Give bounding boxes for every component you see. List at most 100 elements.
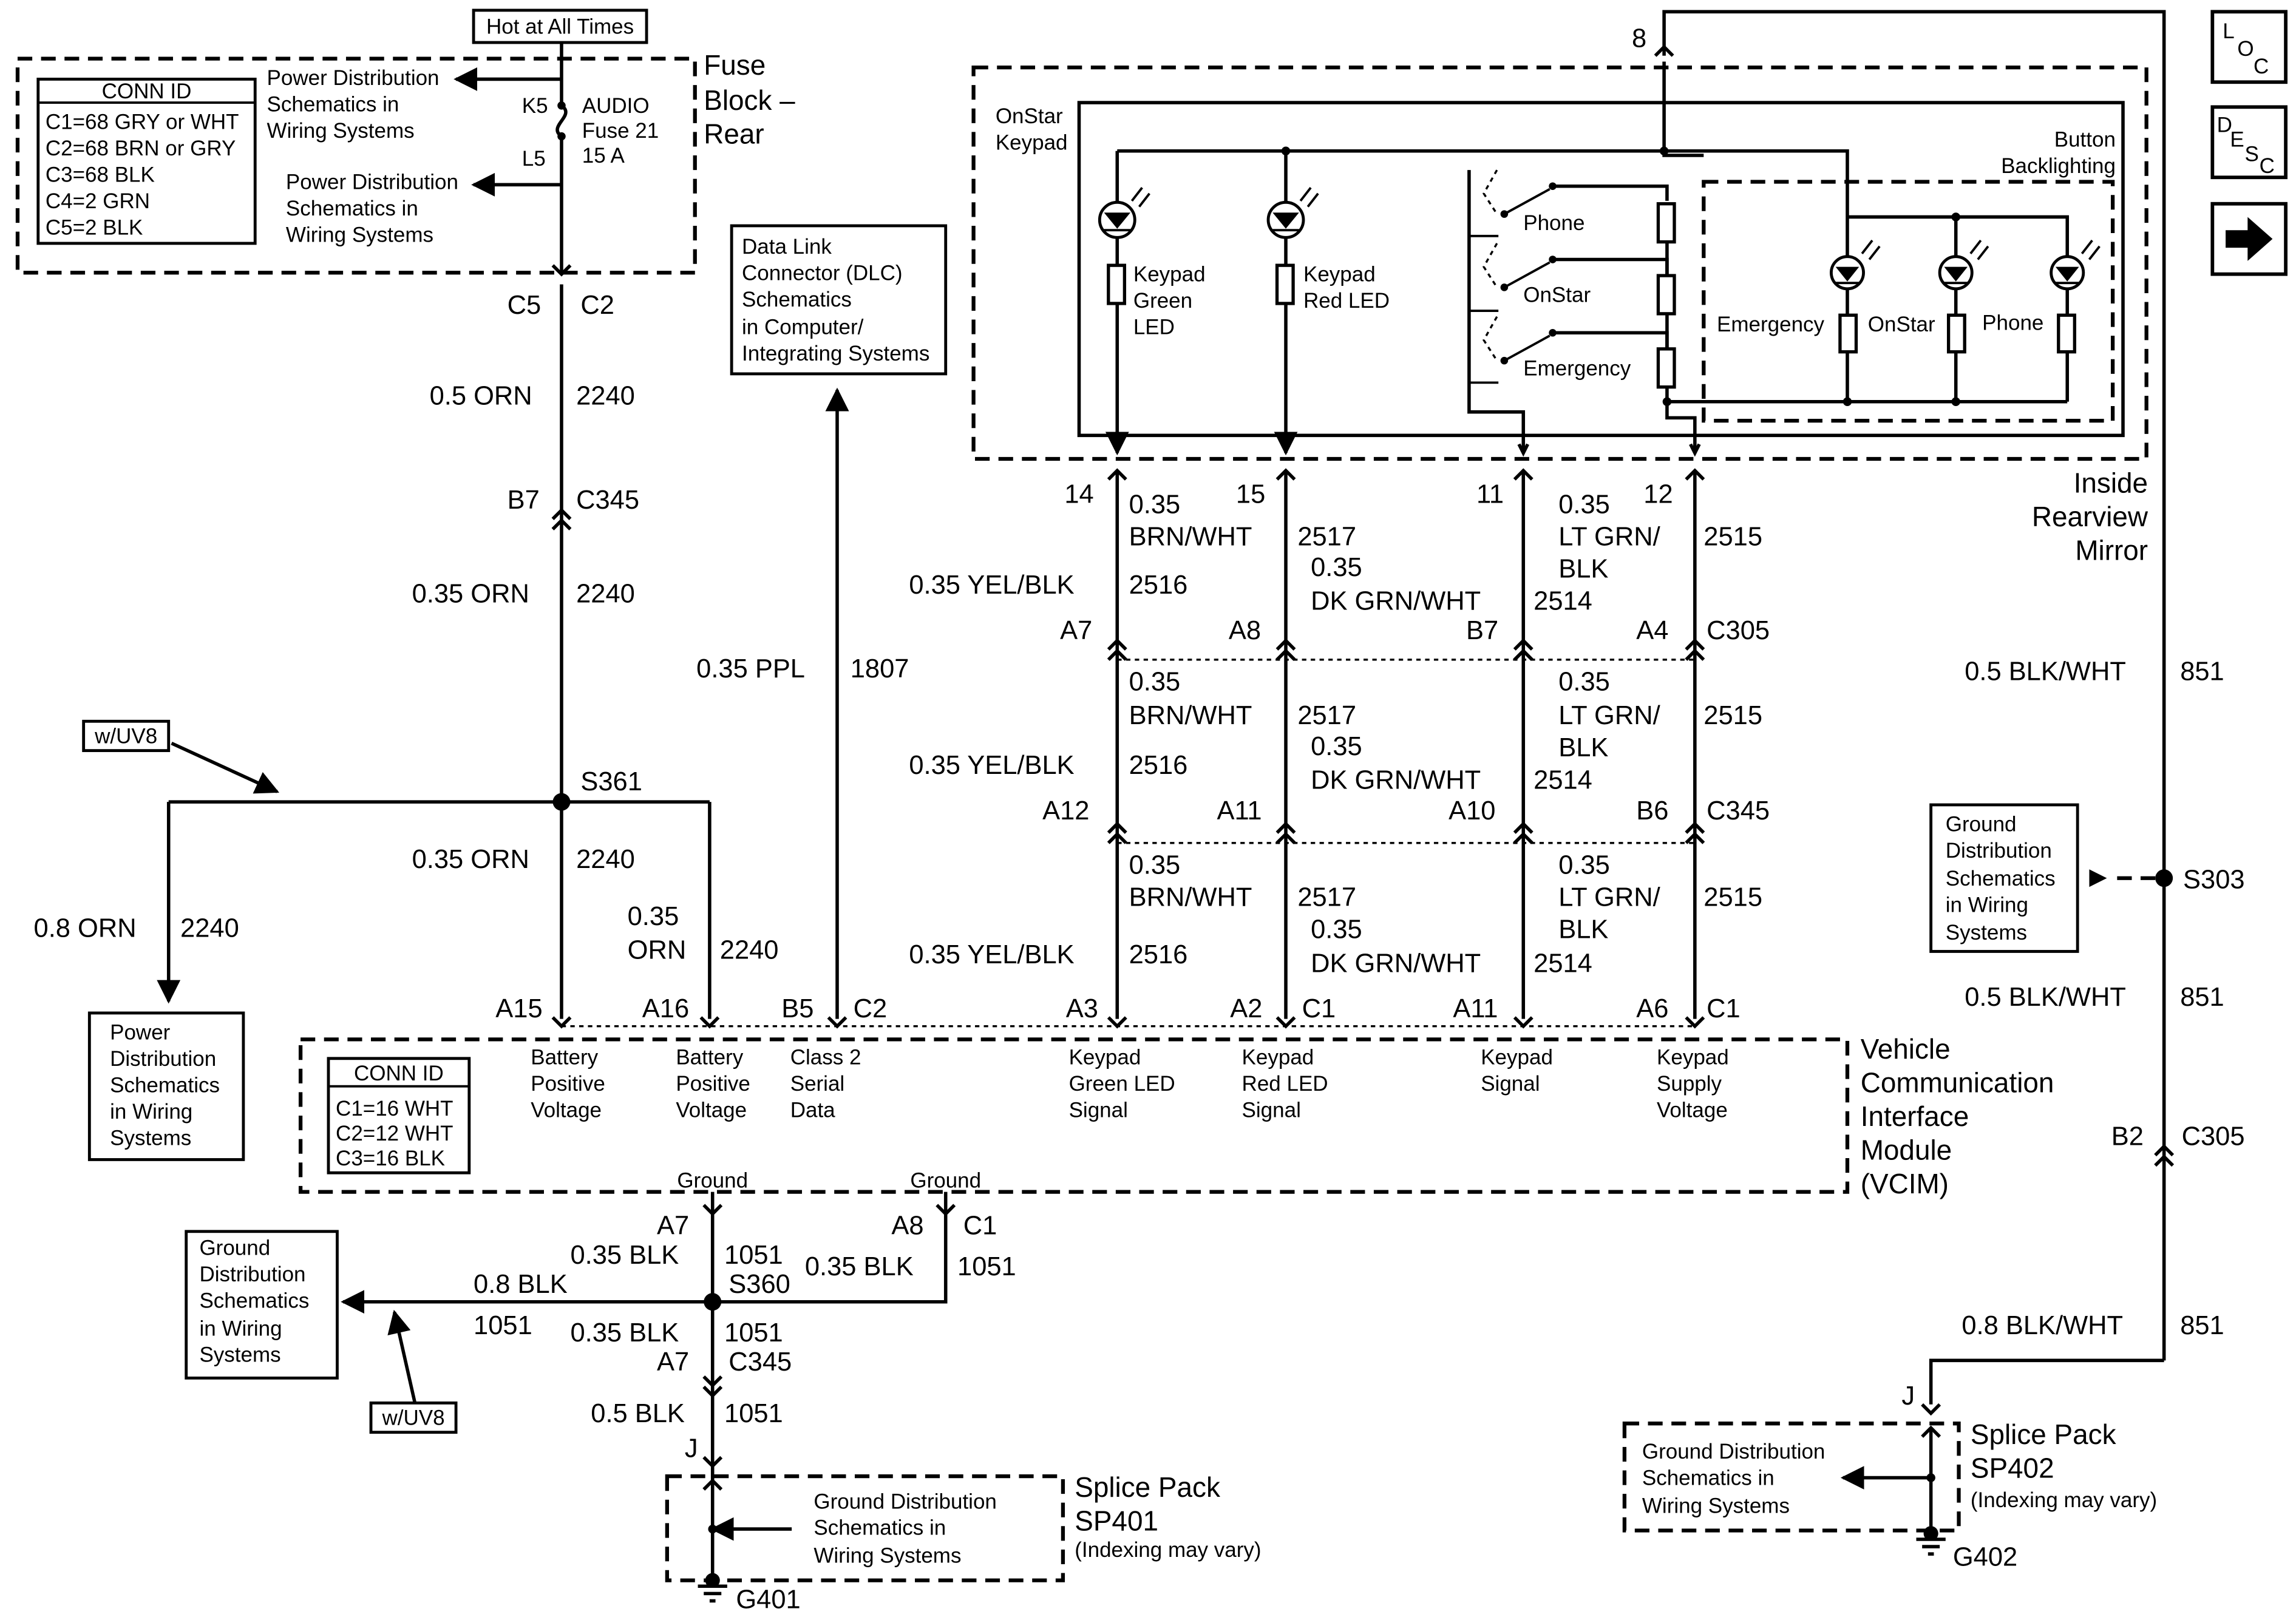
splice-s360-label: S360: [729, 1270, 790, 1299]
ground-right-section: 0.5 BLK/WHT 851 Ground Distribution Sche…: [1622, 657, 2245, 1571]
mirror-title-3: Mirror: [2075, 535, 2148, 566]
circuit-1807: 1807: [851, 654, 909, 683]
wire-lt-color-2-2: BLK: [1558, 733, 1608, 762]
circuit-2515-2: 2515: [1703, 701, 1762, 730]
sp402-gd-ref[interactable]: Ground Distribution: [1642, 1440, 1826, 1463]
pd-ref-left-4: in Wiring: [110, 1100, 192, 1124]
loc-letter-c: C: [2254, 55, 2269, 78]
vcim-signal-supply-2: Supply: [1657, 1072, 1722, 1096]
pd-ref-left-2: Distribution: [110, 1047, 216, 1071]
gnd-pin-a7: A7: [657, 1212, 689, 1241]
gnd-wire-4: 0.35 BLK: [570, 1318, 679, 1348]
vcim-signal-red-led-2: Red LED: [1242, 1072, 1328, 1096]
pd-ref-bottom-2: Schematics in: [286, 197, 418, 220]
vcim-pin-a11: A11: [1453, 994, 1498, 1023]
vcim-signal-batt-1: Battery: [531, 1045, 598, 1069]
vcim-title-2: Communication: [1861, 1066, 2054, 1098]
fuse-symbol: [555, 104, 568, 138]
dlc-ref-3: Schematics: [742, 288, 852, 311]
vcim-pin-a6: A6: [1636, 994, 1668, 1023]
dlc-ref-box[interactable]: [730, 224, 948, 376]
gnd-wire-2: 0.35 BLK: [805, 1252, 914, 1281]
conn-id-table: [36, 78, 257, 245]
switch-phone-label: Phone: [1523, 211, 1584, 235]
gd-ref-right-3: Schematics: [1946, 867, 2056, 890]
vcim-signal-batt-1-3: Voltage: [531, 1098, 602, 1122]
wire-lt-gauge-1: 0.35: [1558, 490, 1610, 519]
sp402-gd-ref-3: Wiring Systems: [1642, 1494, 1790, 1518]
pin-a8-c305: A8: [1229, 616, 1261, 645]
pd-ref-bottom[interactable]: Power Distribution: [286, 171, 458, 194]
vcim-module: A15 A16 B5 C2 A3 A2 C1 A11 A6 C1 CONN ID…: [298, 994, 2054, 1199]
ground-left-section: A7 A8 C1 0.35 BLK 1051 0.35 BLK 1051 S36…: [185, 1192, 1262, 1615]
gnd-r-circuit-2: 851: [2180, 983, 2224, 1012]
wire-0.35-orn-b: 0.35 ORN: [412, 845, 529, 874]
wire-lt-color-3-2: BLK: [1558, 915, 1608, 944]
gnd-r-circuit-1: 851: [2180, 657, 2224, 686]
wire-yel-1: 0.35 YEL/BLK: [909, 571, 1074, 600]
vcim-title: Vehicle: [1861, 1033, 1951, 1065]
vcim-signal-red-led: Keypad: [1242, 1045, 1314, 1069]
sp401-gd-ref[interactable]: Ground Distribution: [813, 1490, 997, 1513]
vcim-pin-a16: A16: [642, 994, 689, 1023]
fuse-label: AUDIO: [582, 94, 650, 118]
desc-button[interactable]: D E S C: [2210, 105, 2288, 180]
wire-0.8-orn: 0.8 ORN: [34, 914, 137, 943]
desc-letter-e: E: [2230, 128, 2244, 152]
sp401-gd-ref-2: Schematics in: [813, 1516, 946, 1540]
circuit-2240-a: 2240: [576, 382, 635, 411]
pd-ref-left-box[interactable]: [87, 1011, 245, 1161]
ground-g402-label: G402: [1953, 1542, 2017, 1571]
conn-c345-mid: C345: [1707, 796, 1770, 825]
gnd-pin-j: J: [685, 1434, 698, 1463]
backlight-leds: [1830, 212, 2101, 407]
vcim-signal-class2: Class 2: [790, 1045, 861, 1069]
pd-ref-top-2: Schematics in: [267, 93, 399, 117]
gnd-circuit-5: 1051: [724, 1399, 783, 1428]
pd-ref-left-3: Schematics: [110, 1073, 220, 1097]
conn-c305-mid: C305: [1707, 616, 1770, 645]
vcim-conn-id-c3: C3=16 BLK: [336, 1147, 445, 1170]
option-uv8-label: w/UV8: [94, 725, 157, 748]
wire-yel-3: 0.35 YEL/BLK: [909, 940, 1074, 969]
wire-dk-color-1: DK GRN/WHT: [1311, 587, 1481, 616]
gnd-r-pin-j: J: [1901, 1381, 1915, 1411]
wire-brn-color-2: BRN/WHT: [1129, 701, 1252, 730]
loc-button[interactable]: L O C: [2210, 10, 2288, 84]
dlc-ref-4: in Computer/: [742, 316, 864, 339]
vcim-signal-supply-3: Voltage: [1657, 1098, 1728, 1122]
vcim-conn-id-c1: C1=16 WHT: [336, 1097, 453, 1120]
gd-ref-right-box[interactable]: [1929, 803, 2079, 953]
pd-ref-top[interactable]: Power Distribution: [267, 66, 440, 90]
gnd-r-circuit-3: 851: [2180, 1311, 2224, 1340]
vcim-signal-keypad: Keypad: [1481, 1045, 1553, 1069]
wire-dk-gauge-1: 0.35: [1311, 553, 1362, 582]
vcim-conn-id-table: [327, 1057, 471, 1175]
vcim-outline: [298, 1037, 1850, 1194]
vcim-pin-b5: B5: [781, 994, 813, 1023]
vcim-pin-a2: A2: [1230, 994, 1262, 1023]
option-uv8-box-2: [369, 1401, 458, 1434]
backlight-onstar-label: OnStar: [1868, 313, 1935, 336]
hot-at-all-times-label: Hot at All Times: [486, 15, 634, 39]
vcim-ground-label-a: Ground: [677, 1168, 748, 1192]
conn-id-c3: C3=68 BLK: [46, 163, 155, 186]
option-uv8-label-2: w/UV8: [382, 1406, 445, 1430]
gd-ref-left-3: Schematics: [199, 1289, 309, 1312]
wire-dk-color-3: DK GRN/WHT: [1311, 949, 1481, 978]
conn-id-title: CONN ID: [102, 80, 192, 103]
vcim-title-5: (VCIM): [1861, 1168, 1949, 1199]
gd-ref-left: Ground: [199, 1236, 270, 1259]
next-arrow-button[interactable]: [2210, 202, 2288, 276]
conn-id-c5: C5=2 BLK: [46, 215, 143, 239]
circuit-2516-3: 2516: [1129, 940, 1188, 969]
wire-lt-gauge-3: 0.35: [1558, 850, 1610, 880]
fuse-block-section: Hot at All Times Fuse Block – Rear CONN …: [15, 8, 795, 320]
fuse-block-outline: [15, 56, 697, 275]
keypad-green-led: [1098, 151, 1150, 456]
vcim-ground-label-b: Ground: [910, 1168, 981, 1192]
gd-ref-left-box[interactable]: [185, 1230, 339, 1380]
wire-lt-color-2: LT GRN/: [1558, 701, 1660, 730]
circuit-2517-1: 2517: [1297, 522, 1356, 551]
